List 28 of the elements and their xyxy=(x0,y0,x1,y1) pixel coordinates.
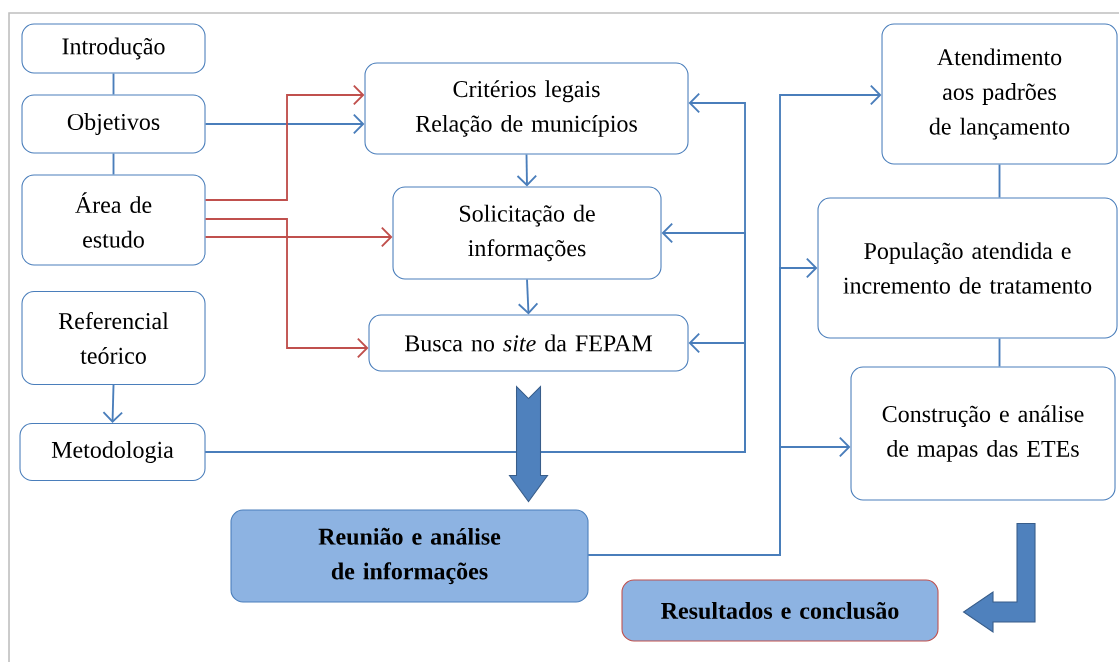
process-box: População atendida e incremento de tratamento xyxy=(817,197,1118,339)
arrow xyxy=(587,436,851,556)
process-box: Atendimento aos padrões de lançamento xyxy=(881,23,1118,165)
arrow xyxy=(204,218,369,359)
process-box: Resultados e conclusão xyxy=(621,579,939,642)
process-box: Construção e análise de mapas das ETEs xyxy=(850,366,1116,501)
process-box: Busca no site da FEPAM xyxy=(368,314,689,372)
arrow xyxy=(204,226,393,248)
arrow xyxy=(102,384,124,423)
block-arrow xyxy=(962,523,1036,633)
arrow xyxy=(517,278,539,315)
connector-line xyxy=(998,337,1001,368)
connector-line xyxy=(112,152,115,176)
process-box: Área de estudo xyxy=(21,174,206,266)
arrow xyxy=(204,332,746,453)
process-box: Introdução xyxy=(21,23,206,74)
process-box: Reunião e análise de informações xyxy=(230,509,589,603)
arrow xyxy=(204,113,365,135)
arrow xyxy=(516,153,538,187)
process-box: Solicitação de informações xyxy=(392,186,662,280)
process-box: Metodologia xyxy=(19,422,206,482)
process-box: Critérios legais Relação de municípios xyxy=(364,62,689,155)
block-arrow xyxy=(508,385,549,503)
process-box: Objetivos xyxy=(21,94,206,154)
process-box: Referencial teórico xyxy=(21,290,206,386)
arrow xyxy=(204,84,365,201)
connector-line xyxy=(998,163,1001,199)
connector-line xyxy=(112,72,115,96)
